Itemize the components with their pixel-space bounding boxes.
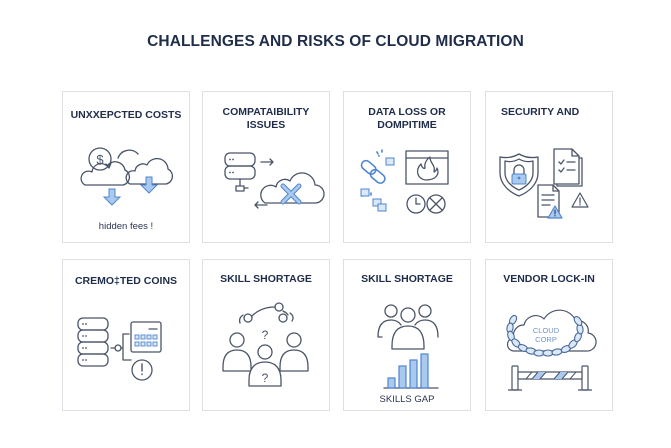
card-label: CREMO‡TED COINS bbox=[74, 275, 178, 287]
cloud-text-cloud: CLOUD bbox=[533, 326, 560, 335]
cost-clouds-icon: $ bbox=[80, 147, 174, 206]
card-label: SKILL SHORTAGE bbox=[220, 273, 312, 285]
card-data-loss-downtime: DATA LOSS OR DOMPITIME bbox=[343, 91, 471, 243]
team-bar-chart-icon bbox=[377, 304, 439, 389]
card-skill-shortage-1: SKILL SHORTAGE ? ? bbox=[202, 259, 330, 411]
card-label: SKILL SHORTAGE bbox=[361, 273, 453, 285]
card-label: COMPATAIBILITY ISSUES bbox=[222, 106, 310, 131]
svg-text:?: ? bbox=[262, 371, 269, 385]
card-label: SECURITY AND bbox=[501, 106, 580, 118]
page-title: CHALLENGES AND RISKS OF CLOUD MIGRATION bbox=[147, 33, 524, 50]
caption-hidden-fees: hidden fees ! bbox=[98, 221, 154, 232]
svg-text:?: ? bbox=[262, 328, 269, 342]
cloud-text-corp: CORP bbox=[535, 335, 557, 344]
chained-cloud-barrier-icon: CLOUD CORP bbox=[506, 309, 597, 391]
card-security: SECURITY AND bbox=[485, 91, 613, 243]
database-calculator-alert-icon bbox=[77, 317, 162, 381]
card-cremoted-coins: CREMO‡TED COINS bbox=[62, 259, 190, 411]
card-vendor-lock-in: VENDOR LOCK-IN CLOUD CORP bbox=[485, 259, 613, 411]
card-label: UNXXEPCTED COSTS bbox=[70, 109, 182, 121]
card-skill-shortage-2: SKILL SHORTAGE SKILLS GAP bbox=[343, 259, 471, 411]
card-label: VENDOR LOCK-IN bbox=[503, 273, 595, 285]
server-cloud-error-icon bbox=[224, 152, 325, 209]
card-unexpected-costs: UNXXEPCTED COSTS $ hidden fees ! bbox=[62, 91, 190, 243]
broken-link-fire-clock-icon bbox=[360, 149, 449, 214]
caption-skills-gap: SKILLS GAP bbox=[379, 394, 435, 405]
people-question-icon: ? ? bbox=[222, 302, 309, 387]
svg-text:$: $ bbox=[96, 152, 104, 167]
card-compatibility-issues: COMPATAIBILITY ISSUES bbox=[202, 91, 330, 243]
shield-documents-warning-icon bbox=[499, 148, 589, 219]
card-label: DATA LOSS OR DOMPITIME bbox=[368, 106, 446, 131]
